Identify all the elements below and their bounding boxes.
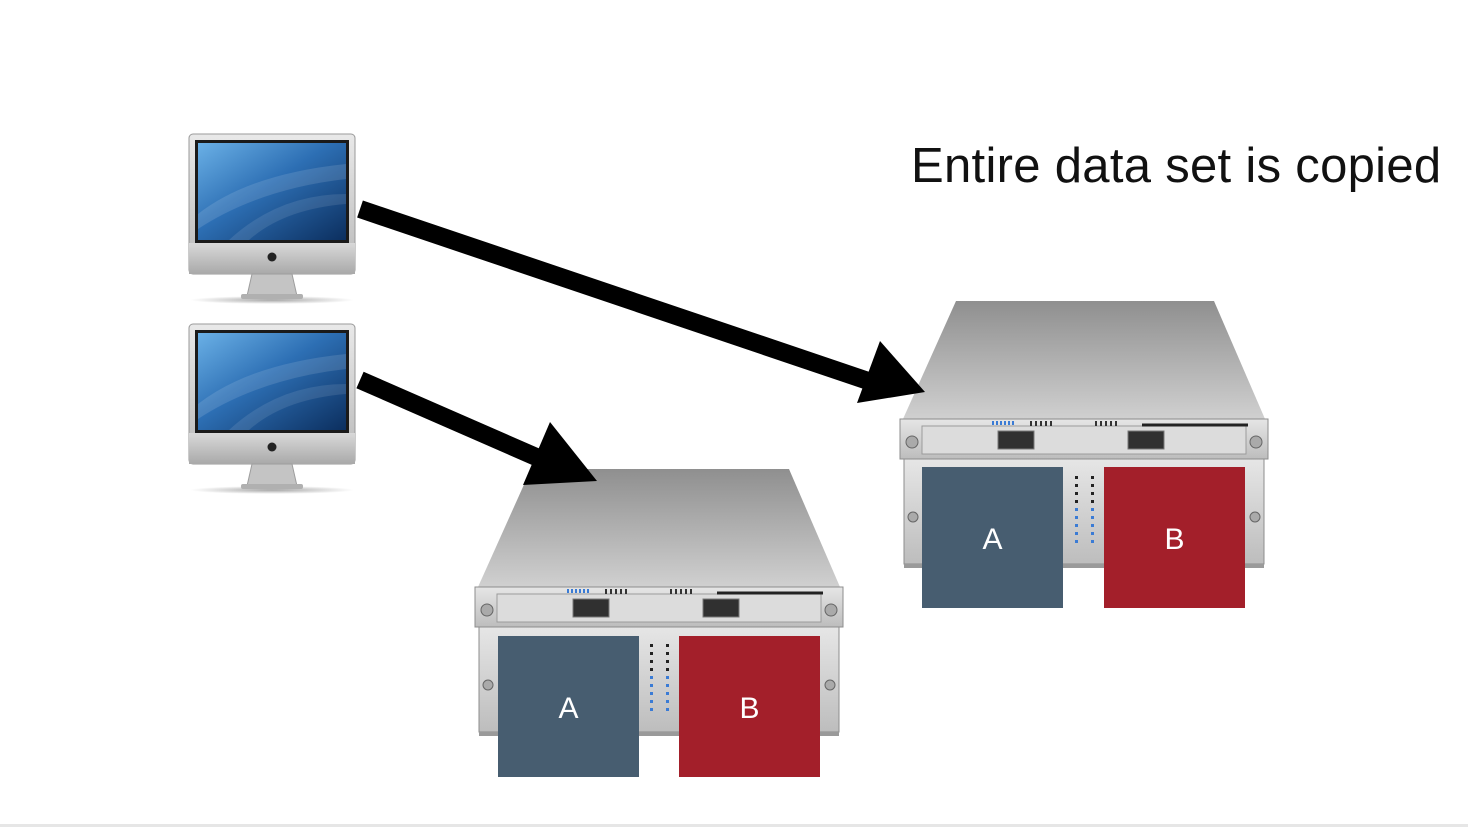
arrow-shaft bbox=[356, 371, 554, 472]
caption-text: Entire data set is copied bbox=[911, 139, 1442, 193]
arrow-head bbox=[523, 422, 597, 485]
client-computer-icon bbox=[188, 323, 356, 495]
bottom-divider bbox=[0, 824, 1468, 827]
partition-b-label: B bbox=[1164, 523, 1184, 556]
server-2: A B bbox=[898, 299, 1270, 608]
arrow-shaft bbox=[357, 200, 883, 394]
arrow-client2-to-server1 bbox=[356, 371, 597, 485]
partition-a-box bbox=[922, 467, 1063, 608]
partition-a-label: A bbox=[982, 523, 1002, 556]
client-computer-icon bbox=[188, 133, 356, 305]
partition-a-box bbox=[498, 636, 639, 777]
arrow-client1-to-server2 bbox=[357, 200, 925, 403]
arrow-head bbox=[857, 341, 925, 403]
partition-b-label: B bbox=[739, 692, 759, 725]
server-1: A B bbox=[473, 467, 845, 777]
partition-a-label: A bbox=[558, 692, 578, 725]
partition-b-box bbox=[679, 636, 820, 777]
partition-b-box bbox=[1104, 467, 1245, 608]
